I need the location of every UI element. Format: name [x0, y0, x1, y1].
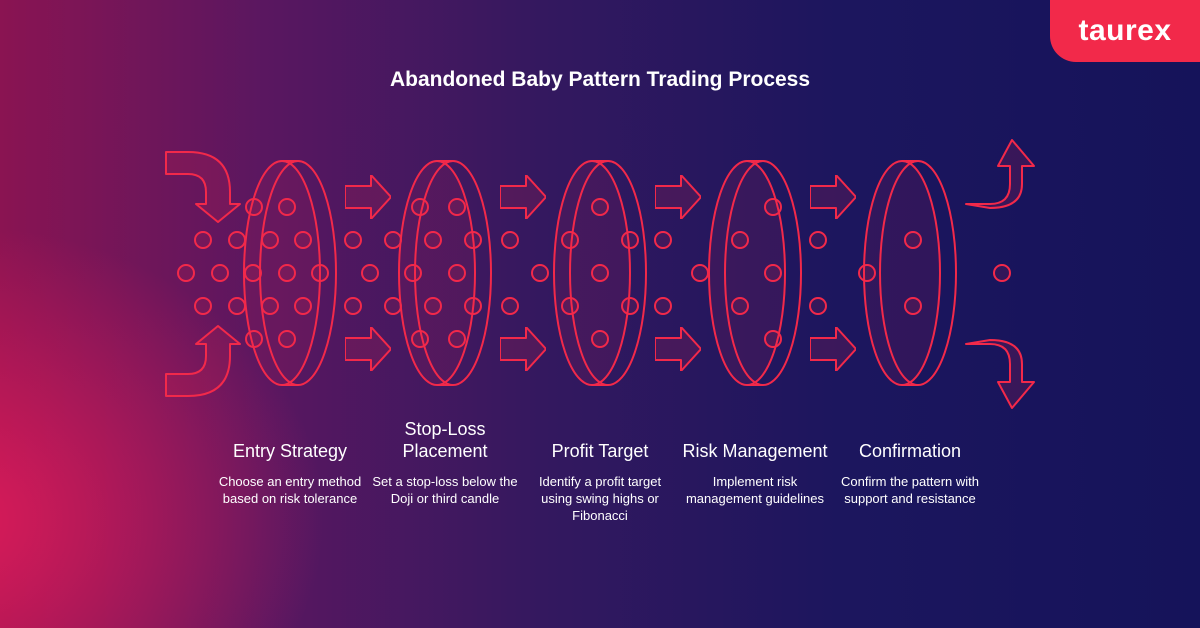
dot: [361, 264, 379, 282]
arrow-right-top-2-icon: [500, 175, 546, 219]
dot: [177, 264, 195, 282]
arrow-right-bottom-3-icon: [655, 327, 701, 371]
dot: [384, 231, 402, 249]
step-description-4: Implement risk management guidelines: [685, 474, 825, 506]
dot: [591, 264, 609, 282]
step-description-2: Set a stop-loss below the Doji or third …: [372, 474, 518, 506]
dot: [993, 264, 1011, 282]
arrow-right-bottom-4-icon: [810, 327, 856, 371]
page-title: Abandoned Baby Pattern Trading Process: [389, 68, 811, 91]
dot: [591, 330, 609, 348]
dot: [654, 297, 672, 315]
dot: [501, 297, 519, 315]
step-description-1: Choose an entry method based on risk tol…: [218, 474, 362, 506]
dot: [424, 231, 442, 249]
ring-2: [398, 160, 492, 386]
dot: [278, 264, 296, 282]
dot: [501, 231, 519, 249]
dot: [448, 198, 466, 216]
dot: [278, 330, 296, 348]
dot: [228, 297, 246, 315]
dot: [448, 330, 466, 348]
curved-arrow-in-bottom-icon: [165, 325, 241, 397]
dot: [278, 198, 296, 216]
curved-arrow-out-bottom-icon: [965, 339, 1035, 409]
dot: [691, 264, 709, 282]
ring-5: [863, 160, 957, 386]
arrow-right-bottom-2-icon: [500, 327, 546, 371]
dot: [211, 264, 229, 282]
dot: [344, 231, 362, 249]
arrow-right-top-3-icon: [655, 175, 701, 219]
dot: [531, 264, 549, 282]
dot: [591, 198, 609, 216]
dot: [194, 297, 212, 315]
dot: [809, 297, 827, 315]
ring-1: [243, 160, 337, 386]
dot: [228, 231, 246, 249]
dot: [404, 264, 422, 282]
dot: [294, 297, 312, 315]
dot: [731, 231, 749, 249]
curved-arrow-in-top-icon: [165, 151, 241, 223]
dot: [448, 264, 466, 282]
arrow-right-top-1-icon: [345, 175, 391, 219]
dot: [294, 231, 312, 249]
flow-arrows: [165, 139, 1035, 409]
particle-dots: [177, 198, 1011, 348]
step-label-4: Risk Management: [682, 441, 828, 461]
dot: [904, 297, 922, 315]
step-label-5: Confirmation: [858, 441, 962, 461]
curved-arrow-out-top-icon: [965, 139, 1035, 209]
dot: [654, 231, 672, 249]
dot: [858, 264, 876, 282]
dot: [904, 231, 922, 249]
dot: [424, 297, 442, 315]
process-rings: [243, 160, 957, 386]
dot: [731, 297, 749, 315]
dot: [344, 297, 362, 315]
step-description-3: Identify a profit target using swing hig…: [538, 474, 662, 523]
step-description-5: Confirm the pattern with support and res…: [840, 474, 979, 506]
dot: [384, 297, 402, 315]
arrow-right-bottom-1-icon: [345, 327, 391, 371]
step-label-3: Profit Target: [551, 441, 649, 461]
ring-3: [553, 160, 647, 386]
ring-4: [708, 160, 802, 386]
step-label-1: Entry Strategy: [232, 441, 348, 461]
dot: [809, 231, 827, 249]
taurex-logo[interactable]: taurex: [1050, 0, 1200, 62]
dot: [764, 264, 782, 282]
step-label-2: Stop-Loss Placement: [402, 419, 488, 461]
arrow-right-top-4-icon: [810, 175, 856, 219]
dot: [194, 231, 212, 249]
